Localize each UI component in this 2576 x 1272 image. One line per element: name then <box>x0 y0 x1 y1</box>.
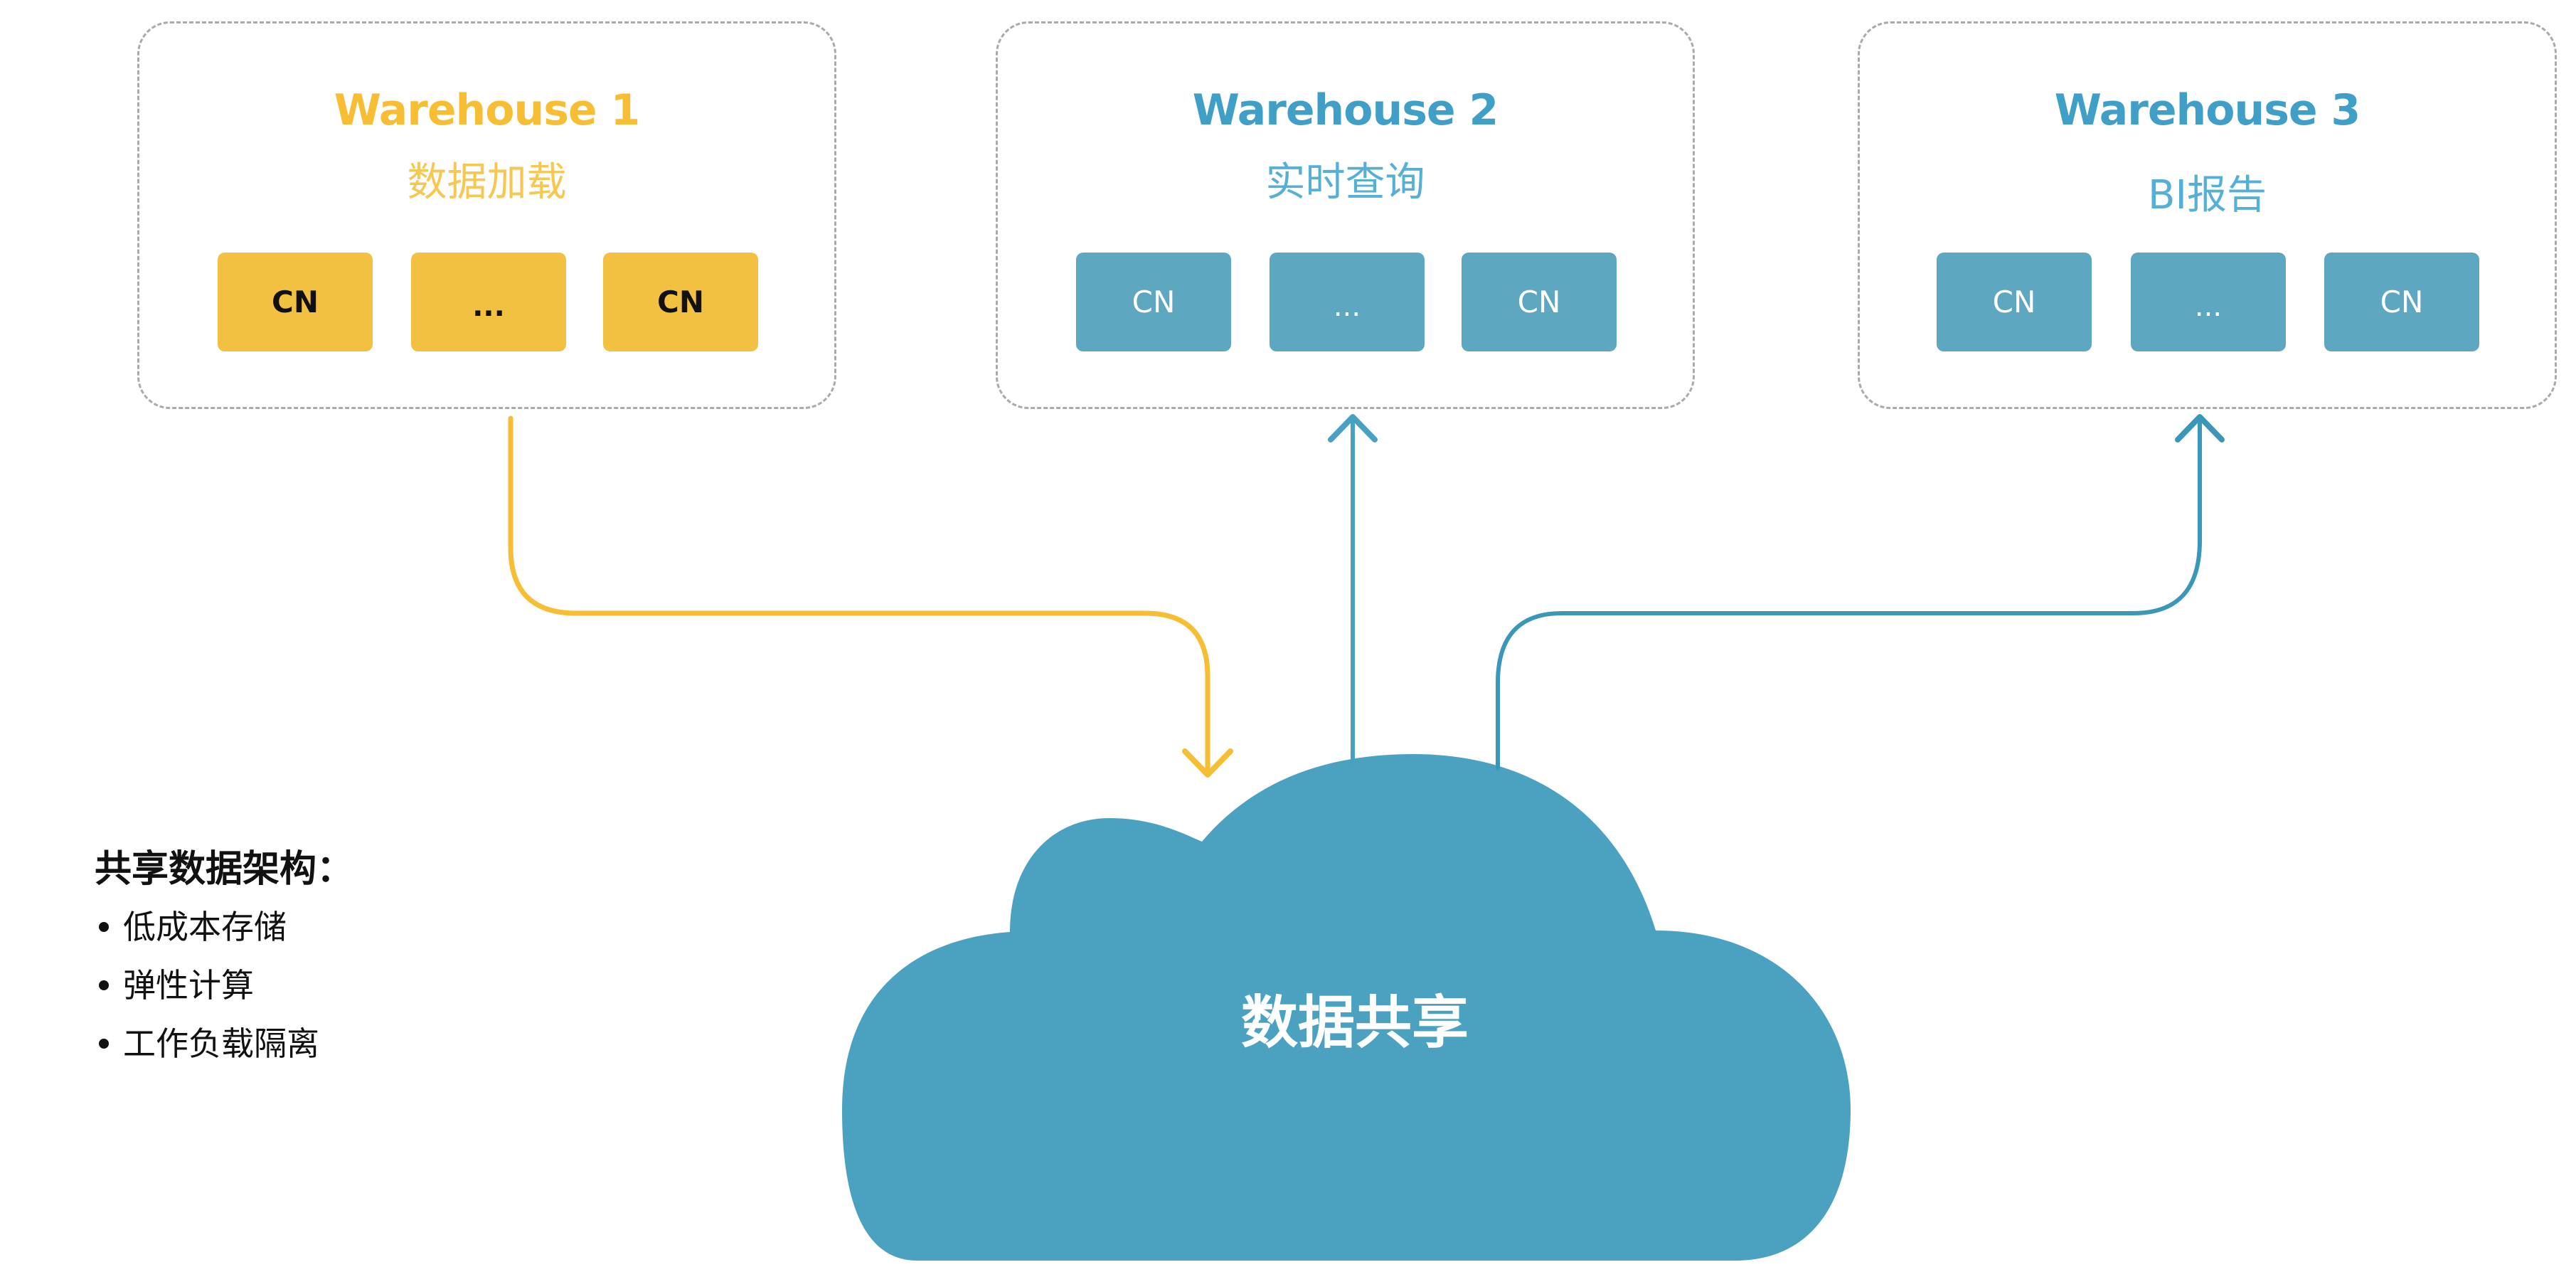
architecture-legend: 共享数据架构： 低成本存储 弹性计算 工作负载隔离 <box>95 851 353 1086</box>
bullet-icon <box>99 1039 109 1049</box>
warehouse-subtitle: BI报告 <box>2148 172 2267 218</box>
legend-item: 弹性计算 <box>95 969 353 1002</box>
warehouse-1-panel: Warehouse 1 数据加载 CN ... CN <box>137 21 836 409</box>
compute-node-ellipsis: ... <box>411 253 566 351</box>
warehouse-3-panel: Warehouse 3 BI报告 CN ... CN <box>1858 21 2557 409</box>
arrowhead-up-icon <box>2175 414 2225 442</box>
bullet-icon <box>99 980 109 990</box>
compute-node-group: CN ... CN <box>139 253 834 352</box>
warehouse-subtitle: 数据加载 <box>407 159 567 206</box>
compute-node-ellipsis: ... <box>1270 253 1425 351</box>
legend-item-label: 工作负载隔离 <box>123 1024 319 1063</box>
warehouse-title: Warehouse 3 <box>2054 85 2361 135</box>
warehouse-title: Warehouse 1 <box>334 85 641 135</box>
legend-title: 共享数据架构： <box>95 848 354 891</box>
warehouse-2-panel: Warehouse 2 实时查询 CN ... CN <box>996 21 1695 409</box>
compute-node: CN <box>2324 253 2479 351</box>
compute-node-group: CN ... CN <box>998 253 1693 352</box>
arrowhead-up-icon <box>1328 414 1378 442</box>
legend-item: 工作负载隔离 <box>95 1027 353 1060</box>
compute-node-ellipsis: ... <box>2131 253 2286 351</box>
warehouse-subtitle: 实时查询 <box>1265 159 1425 206</box>
compute-node: CN <box>218 253 373 351</box>
arrowhead-down-icon <box>1182 748 1233 778</box>
compute-node-group: CN ... CN <box>1860 253 2555 352</box>
legend-item: 低成本存储 <box>95 911 353 943</box>
compute-node: CN <box>1076 253 1231 351</box>
bullet-icon <box>99 922 109 932</box>
legend-item-label: 弹性计算 <box>123 966 254 1005</box>
arrow-warehouse1-to-cloud <box>508 415 1210 777</box>
compute-node: CN <box>1937 253 2092 351</box>
warehouse-title: Warehouse 2 <box>1192 85 1499 135</box>
compute-node: CN <box>1462 253 1617 351</box>
cloud-label: 数据共享 <box>1241 990 1469 1056</box>
arrow-cloud-to-warehouse3 <box>1496 418 2202 770</box>
legend-item-label: 低成本存储 <box>123 908 287 946</box>
cloud-icon <box>842 754 1851 1261</box>
compute-node: CN <box>603 253 758 351</box>
